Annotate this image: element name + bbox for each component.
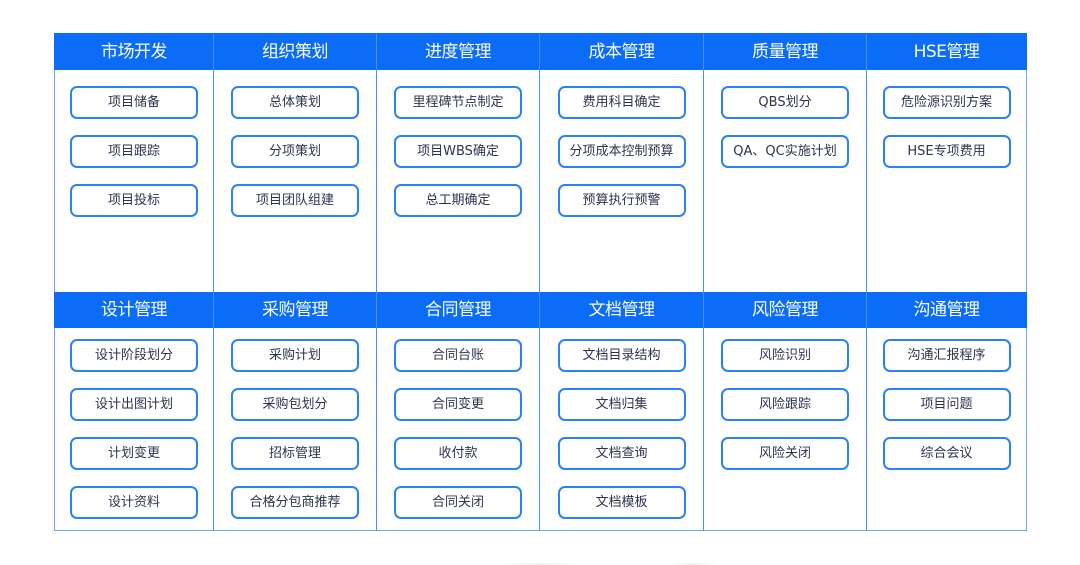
item-button[interactable]: 合格分包商推荐 — [231, 486, 359, 519]
item-button[interactable]: 项目WBS确定 — [394, 135, 522, 168]
item-button[interactable]: 分项成本控制预算 — [557, 135, 686, 168]
item-button[interactable]: 项目投标 — [70, 184, 198, 217]
item-button[interactable]: QBS划分 — [721, 86, 849, 119]
column-document-management: 文档管理 文档目录结构 文档归集 文档查询 文档模板 — [540, 292, 704, 531]
item-button[interactable]: 收付款 — [394, 437, 522, 470]
item-button[interactable]: 项目团队组建 — [231, 184, 359, 217]
module-row-1: 市场开发 项目储备 项目跟踪 项目投标 组织策划 总体策划 分项策划 项目团队组… — [54, 33, 1027, 293]
item-button[interactable]: 分项策划 — [231, 135, 359, 168]
item-button[interactable]: 总体策划 — [231, 86, 359, 119]
item-button[interactable]: 项目问题 — [882, 388, 1011, 421]
item-button[interactable]: 风险跟踪 — [721, 388, 849, 421]
column-title: 成本管理 — [588, 42, 656, 62]
item-button[interactable]: 风险识别 — [721, 339, 849, 372]
header-strip — [54, 292, 1027, 328]
item-button[interactable]: HSE专项费用 — [882, 135, 1011, 168]
column-title: 组织策划 — [262, 42, 329, 62]
item-button[interactable]: 预算执行预警 — [557, 184, 686, 217]
item-button[interactable]: 采购计划 — [231, 339, 359, 372]
item-button[interactable]: 文档查询 — [557, 437, 686, 470]
item-button[interactable]: QA、QC实施计划 — [721, 135, 849, 168]
column-title: 沟通管理 — [913, 300, 981, 320]
column-market-development: 市场开发 项目储备 项目跟踪 项目投标 — [55, 34, 214, 293]
item-button[interactable]: 文档目录结构 — [557, 339, 686, 372]
item-button[interactable]: 合同台账 — [394, 339, 522, 372]
column-organization-planning: 组织策划 总体策划 分项策划 项目团队组建 — [214, 34, 377, 293]
item-button[interactable]: 采购包划分 — [231, 388, 359, 421]
column-design-management: 设计管理 设计阶段划分 设计出图计划 计划变更 设计资料 — [55, 292, 214, 531]
item-button[interactable]: 综合会议 — [882, 437, 1011, 470]
column-title: 风险管理 — [752, 300, 819, 320]
column-communication-management: 沟通管理 沟通汇报程序 项目问题 综合会议 — [867, 292, 1026, 531]
item-button[interactable]: 项目储备 — [70, 86, 198, 119]
item-button[interactable]: 文档模板 — [557, 486, 686, 519]
column-title: 设计管理 — [101, 300, 168, 320]
column-risk-management: 风险管理 风险识别 风险跟踪 风险关闭 — [704, 292, 867, 531]
item-button[interactable]: 文档归集 — [557, 388, 686, 421]
item-button[interactable]: 沟通汇报程序 — [882, 339, 1011, 372]
item-button[interactable]: 合同关闭 — [394, 486, 522, 519]
column-schedule-management: 进度管理 里程碑节点制定 项目WBS确定 总工期确定 — [377, 34, 540, 293]
item-button[interactable]: 设计出图计划 — [70, 388, 198, 421]
column-cost-management: 成本管理 费用科目确定 分项成本控制预算 预算执行预警 — [540, 34, 704, 293]
item-button[interactable]: 里程碑节点制定 — [394, 86, 522, 119]
item-button[interactable]: 设计阶段划分 — [70, 339, 198, 372]
item-button[interactable]: 风险关闭 — [721, 437, 849, 470]
column-title: 市场开发 — [101, 42, 168, 62]
column-quality-management: 质量管理 QBS划分 QA、QC实施计划 — [704, 34, 867, 293]
decorative-shadow — [668, 563, 718, 565]
item-button[interactable]: 合同变更 — [394, 388, 522, 421]
column-title: 文档管理 — [588, 300, 656, 320]
item-button[interactable]: 费用科目确定 — [557, 86, 686, 119]
column-title: 质量管理 — [752, 42, 819, 62]
item-button[interactable]: 总工期确定 — [394, 184, 522, 217]
column-title: 进度管理 — [425, 42, 492, 62]
column-procurement-management: 采购管理 采购计划 采购包划分 招标管理 合格分包商推荐 — [214, 292, 377, 531]
module-board: 市场开发 项目储备 项目跟踪 项目投标 组织策划 总体策划 分项策划 项目团队组… — [54, 33, 1027, 531]
item-button[interactable]: 项目跟踪 — [70, 135, 198, 168]
column-hse-management: HSE管理 危险源识别方案 HSE专项费用 — [867, 34, 1026, 293]
item-button[interactable]: 危险源识别方案 — [882, 86, 1011, 119]
column-title: 合同管理 — [425, 300, 492, 320]
column-title: 采购管理 — [262, 300, 329, 320]
decorative-shadow — [500, 563, 580, 565]
column-title: HSE管理 — [913, 42, 980, 62]
header-strip — [54, 33, 1027, 70]
module-row-2: 设计管理 设计阶段划分 设计出图计划 计划变更 设计资料 采购管理 采购计划 采… — [54, 292, 1027, 531]
item-button[interactable]: 计划变更 — [70, 437, 198, 470]
item-button[interactable]: 设计资料 — [70, 486, 198, 519]
item-button[interactable]: 招标管理 — [231, 437, 359, 470]
column-contract-management: 合同管理 合同台账 合同变更 收付款 合同关闭 — [377, 292, 540, 531]
